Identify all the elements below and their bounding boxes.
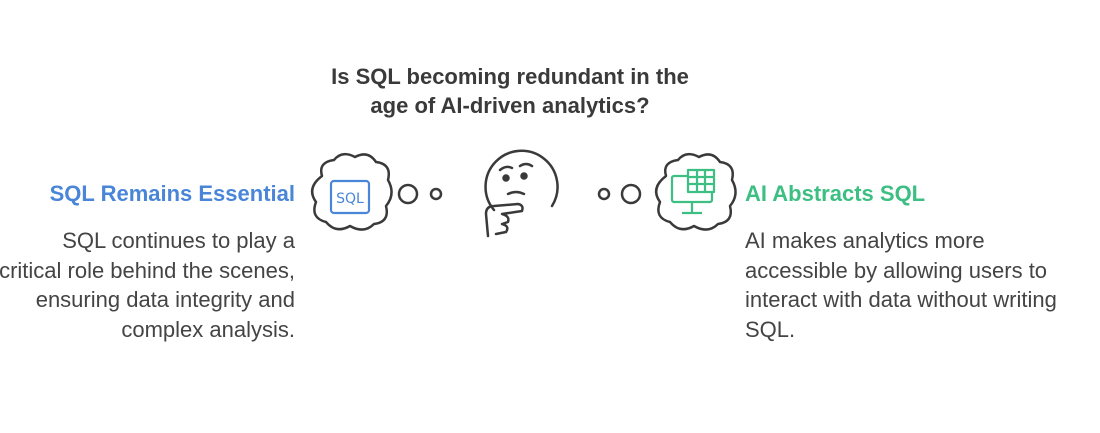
title-line-1: Is SQL becoming redundant in the (331, 64, 689, 89)
thought-bubble-large-left (397, 183, 419, 205)
title-line-2: age of AI-driven analytics? (370, 93, 650, 118)
sql-icon-label: SQL (336, 191, 364, 207)
diagram-title: Is SQL becoming redundant in the age of … (300, 62, 720, 120)
thought-bubble-small-left (429, 187, 443, 201)
right-body: AI makes analytics more accessible by al… (745, 228, 1057, 342)
thought-bubble-small-right (597, 187, 611, 201)
monitor-thought-cloud-icon (654, 152, 737, 231)
right-heading: AI Abstracts SQL (745, 181, 926, 206)
sql-thought-cloud-icon: SQL (310, 152, 393, 231)
left-heading: SQL Remains Essential (49, 181, 295, 206)
left-body: SQL continues to play a critical role be… (0, 228, 295, 342)
thought-bubble-large-right (620, 183, 642, 205)
thinking-face-icon (484, 149, 559, 238)
